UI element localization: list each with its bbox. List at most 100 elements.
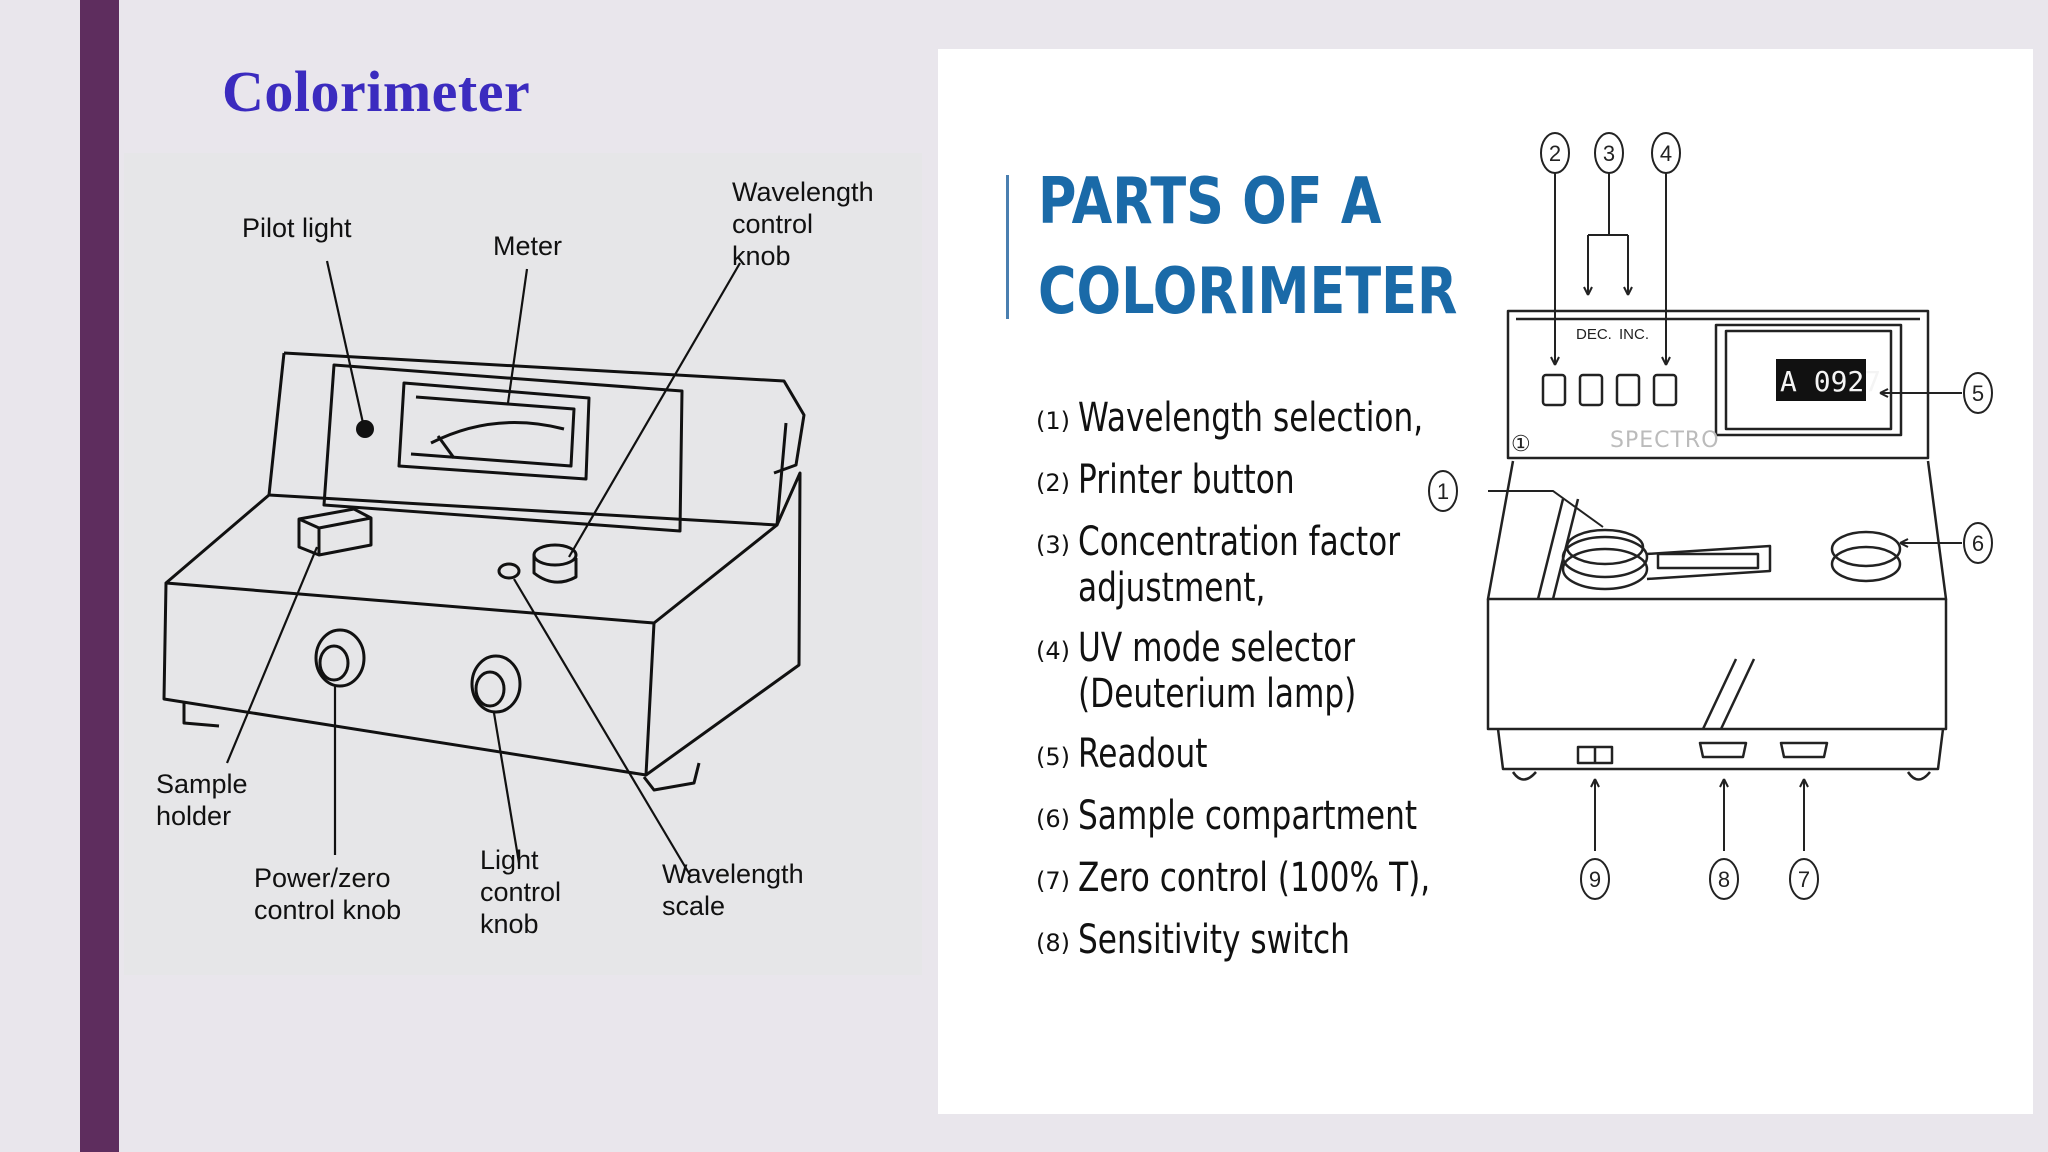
part-number: (8) <box>1036 929 1070 957</box>
wavelength-control-knob <box>532 555 578 584</box>
device-base-right <box>642 762 701 792</box>
label-sample-holder-line2: holder <box>156 801 231 831</box>
device-base <box>1496 728 1945 771</box>
parts-title: PARTS OF A COLORIMETER <box>1038 157 1457 337</box>
title-accent-line <box>1006 175 1009 319</box>
list-item: (8) Sensitivity switch <box>1036 917 1530 979</box>
meter-window <box>397 381 591 481</box>
part-number: (5) <box>1036 743 1070 771</box>
part-text-continued: adjustment, <box>1078 565 1266 611</box>
pilot-light-dot <box>356 420 374 438</box>
list-item: (6) Sample compartment <box>1036 793 1530 855</box>
callout-2: 2 <box>1549 141 1561 166</box>
button-3-dec <box>1578 373 1604 407</box>
wavelength-scale-mark <box>497 562 521 580</box>
list-item: (3) Concentration factor adjustment, <box>1036 519 1530 625</box>
label-meter: Meter <box>493 231 562 261</box>
device-back-panel <box>267 352 788 527</box>
callout-9: 9 <box>1589 867 1601 892</box>
callout-3-circle <box>1594 132 1624 174</box>
label-wavelength-control-line1: Wavelength <box>732 177 874 207</box>
label-light-control-line2: control <box>480 877 561 907</box>
device-front <box>1486 599 1948 731</box>
callout-1: 1 <box>1437 479 1449 504</box>
part-number: (4) <box>1036 637 1070 665</box>
button-4 <box>1652 373 1678 407</box>
callout-8-circle <box>1709 858 1739 900</box>
part-number: (1) <box>1036 407 1070 435</box>
control-7 <box>1779 741 1829 759</box>
meter-needle <box>436 435 456 459</box>
part-text-wrap: Concentration factor adjustment, <box>1078 519 1430 611</box>
colorimeter-line-drawing: Pilot light Meter Wavelength control kno… <box>156 177 874 939</box>
part-text: UV mode selector <box>1078 625 1356 671</box>
parts-title-line1: PARTS OF A <box>1038 165 1382 239</box>
list-item: (1) Wavelength selection, <box>1036 395 1530 457</box>
device-front-top <box>164 493 778 625</box>
part-text: Sensitivity switch <box>1078 917 1350 963</box>
button-2 <box>1541 373 1567 407</box>
label-light-control-line1: Light <box>480 845 539 875</box>
label-wavelength-scale-line2: scale <box>662 891 725 921</box>
part-text: Sample compartment <box>1078 793 1418 839</box>
slide-title: Colorimeter <box>222 59 531 124</box>
accent-bar <box>80 0 119 1152</box>
readout-display <box>1776 359 1866 401</box>
meter-arc <box>430 421 565 445</box>
sample-compartment-lid <box>1561 547 1649 591</box>
label-light-control-line3: knob <box>480 909 539 939</box>
corner-mark: ① <box>1511 431 1531 456</box>
callout-5: 5 <box>1972 381 1984 406</box>
control-panel <box>1506 309 1930 460</box>
right-diagram: PARTS OF A COLORIMETER (1) Wavelength se… <box>938 49 2033 1114</box>
part-text-wrap: UV mode selector (Deuterium lamp) <box>1078 625 1430 717</box>
part-number: (2) <box>1036 469 1070 497</box>
device-right-face <box>645 471 802 777</box>
callout-6: 6 <box>1972 531 1984 556</box>
callout-8: 8 <box>1718 867 1730 892</box>
part-text: Zero control (100% T), <box>1078 855 1431 901</box>
device-base <box>182 703 220 728</box>
control-8 <box>1698 741 1748 759</box>
light-control-knob <box>470 654 522 714</box>
part-text: Printer button <box>1078 457 1295 503</box>
callout-6-circle <box>1963 522 1993 564</box>
list-item: (5) Readout <box>1036 731 1530 793</box>
inc-label: INC. <box>1619 326 1649 343</box>
meter-inner <box>410 395 576 468</box>
sample-compartment-6 <box>1830 545 1902 583</box>
part-number: (7) <box>1036 867 1070 895</box>
power-zero-knob <box>314 628 366 688</box>
label-wavelength-control-line2: control <box>732 209 813 239</box>
brand-label: SPECTRO <box>1610 428 1720 453</box>
list-item: (4) UV mode selector (Deuterium lamp) <box>1036 625 1530 731</box>
callout-9-circle <box>1580 858 1610 900</box>
label-wavelength-scale-line1: Wavelength <box>662 859 804 889</box>
part-text-continued: (Deuterium lamp) <box>1078 671 1357 717</box>
callout-4-circle <box>1651 132 1681 174</box>
parts-list: (1) Wavelength selection, (2) Printer bu… <box>1036 395 1530 979</box>
callout-3: 3 <box>1603 141 1615 166</box>
spectro-device-drawing: DEC. INC. ① SPECTRO A 0927 <box>1428 132 1993 900</box>
part-number: (6) <box>1036 805 1070 833</box>
device-front-face <box>162 582 656 777</box>
device-top-surface <box>1486 460 1948 601</box>
button-3-inc <box>1615 373 1641 407</box>
callout-2-circle <box>1540 132 1570 174</box>
label-wavelength-control-line3: knob <box>732 241 791 271</box>
parts-title-line2: COLORIMETER <box>1038 255 1458 329</box>
callout-4: 4 <box>1660 141 1672 166</box>
part-number: (3) <box>1036 531 1070 559</box>
readout-value: A 0927 <box>1780 365 1881 398</box>
device-body-top <box>283 351 806 475</box>
left-diagram: Pilot light Meter Wavelength control kno… <box>124 153 922 975</box>
dec-label: DEC. <box>1576 326 1612 343</box>
part-text: Concentration factor <box>1078 519 1401 565</box>
part-text: Readout <box>1078 731 1208 777</box>
sample-holder-box <box>297 507 373 557</box>
callout-1-circle <box>1428 470 1458 512</box>
label-sample-holder-line1: Sample <box>156 769 248 799</box>
callout-7: 7 <box>1798 867 1810 892</box>
label-pilot-light: Pilot light <box>242 213 352 243</box>
display-bezel <box>322 363 684 533</box>
